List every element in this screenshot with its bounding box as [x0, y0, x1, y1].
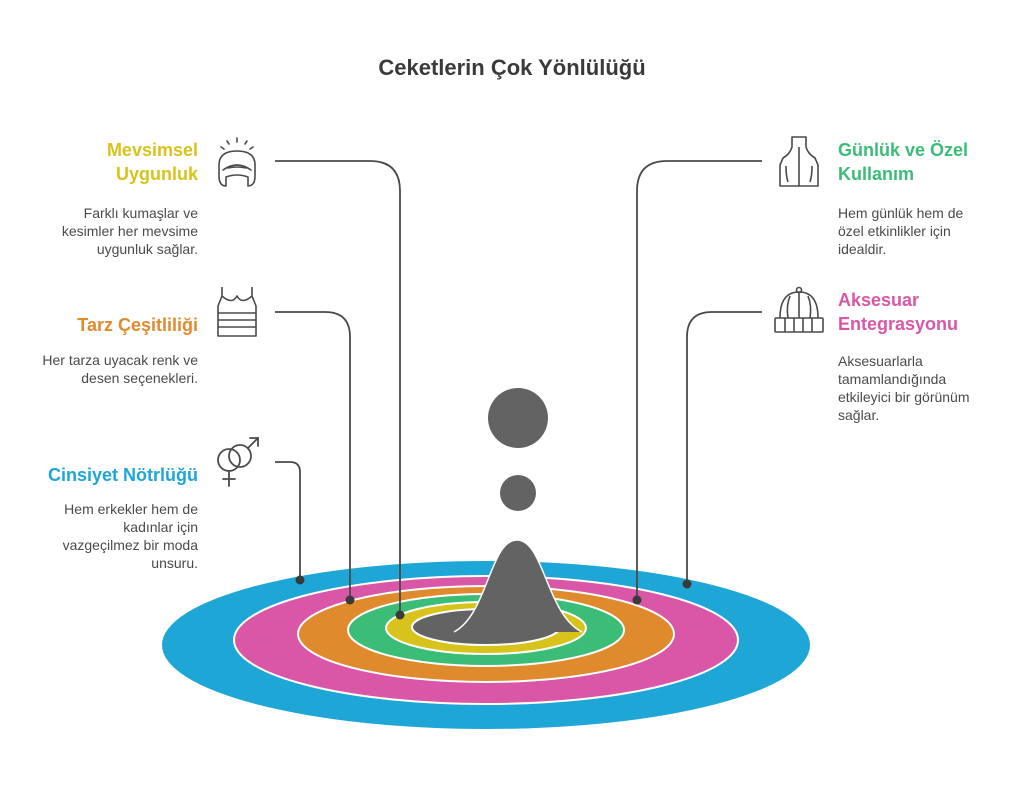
description-line: sağlar.	[838, 407, 880, 423]
heading-line: Tarz Çeşitliliği	[77, 315, 198, 335]
droplet-large	[488, 388, 548, 448]
heading-line: Cinsiyet Nötrlüğü	[47, 465, 198, 485]
connector-gunluk	[636, 160, 762, 600]
heading-line: Günlük ve Özel	[838, 140, 969, 160]
description-gunluk-ve-ozel-kullanim: Hem günlük hem de özel etkinlikler için …	[838, 204, 1018, 258]
heading-aksesuar-entegrasyonu: Aksesuar Entegrasyonu	[838, 288, 1018, 336]
description-mevsimsel-uygunluk: Farklı kumaşlar ve kesimler her mevsime …	[20, 204, 198, 258]
heading-line: Uygunluk	[115, 164, 198, 184]
description-line: Aksesuarlarla	[838, 353, 923, 369]
connector-dot	[295, 575, 305, 585]
description-line: özel etkinlikler için	[838, 223, 951, 239]
description-line: unsuru.	[151, 555, 198, 571]
description-line: tamamlandığında	[838, 371, 947, 387]
connector-aksesuar	[686, 311, 762, 584]
heading-mevsimsel-uygunluk: Mevsimsel Uygunluk	[40, 138, 198, 186]
description-line: desen seçenekleri.	[81, 370, 198, 386]
heading-gunluk-ve-ozel-kullanim: Günlük ve Özel Kullanım	[838, 138, 1018, 186]
splash-peak	[454, 540, 582, 632]
description-line: uygunluk sağlar.	[96, 241, 198, 257]
page-title: Ceketlerin Çok Yönlülüğü	[378, 55, 646, 80]
knit-hat-icon	[774, 286, 824, 333]
description-line: etkileyici bir görünüm	[838, 389, 970, 405]
description-line: kadınlar için	[123, 519, 198, 535]
winter-hat-icon	[218, 137, 256, 187]
gender-symbols-icon	[217, 437, 259, 487]
description-aksesuar-entegrasyonu: Aksesuarlarla tamamlandığında etkileyici…	[838, 352, 1018, 424]
heading-line: Entegrasyonu	[838, 314, 959, 334]
connector-cinsiyet	[275, 461, 301, 580]
description-line: kesimler her mevsime	[61, 223, 198, 239]
description-line: vazgeçilmez bir moda	[62, 537, 198, 553]
connector-lines	[275, 160, 762, 615]
connector-tarz	[275, 311, 351, 600]
vest-icon	[779, 136, 819, 187]
heading-line: Aksesuar	[838, 290, 920, 310]
connector-dot	[345, 595, 355, 605]
striped-tank-top-icon	[217, 287, 257, 337]
description-cinsiyet-notrlugu: Hem erkekler hem de kadınlar için vazgeç…	[20, 500, 198, 572]
description-line: Her tarza uyacak renk ve	[42, 352, 198, 368]
heading-line: Kullanım	[838, 164, 915, 184]
description-line: Hem günlük hem de	[838, 205, 964, 221]
description-tarz-cesitliligi: Her tarza uyacak renk ve desen seçenekle…	[20, 351, 198, 387]
description-line: idealdir.	[838, 241, 887, 257]
description-line: Farklı kumaşlar ve	[83, 205, 198, 221]
connector-dot	[682, 579, 692, 589]
splash-peak-highlight	[453, 539, 583, 633]
heading-tarz-cesitliligi: Tarz Çeşitliliği	[20, 313, 198, 337]
connector-dot	[632, 595, 642, 605]
connector-dot	[395, 610, 405, 620]
description-line: Hem erkekler hem de	[64, 501, 198, 517]
heading-line: Mevsimsel	[106, 140, 198, 160]
droplet-small	[500, 475, 536, 511]
connector-mevsimsel	[275, 160, 401, 615]
heading-cinsiyet-notrlugu: Cinsiyet Nötrlüğü	[20, 463, 198, 487]
